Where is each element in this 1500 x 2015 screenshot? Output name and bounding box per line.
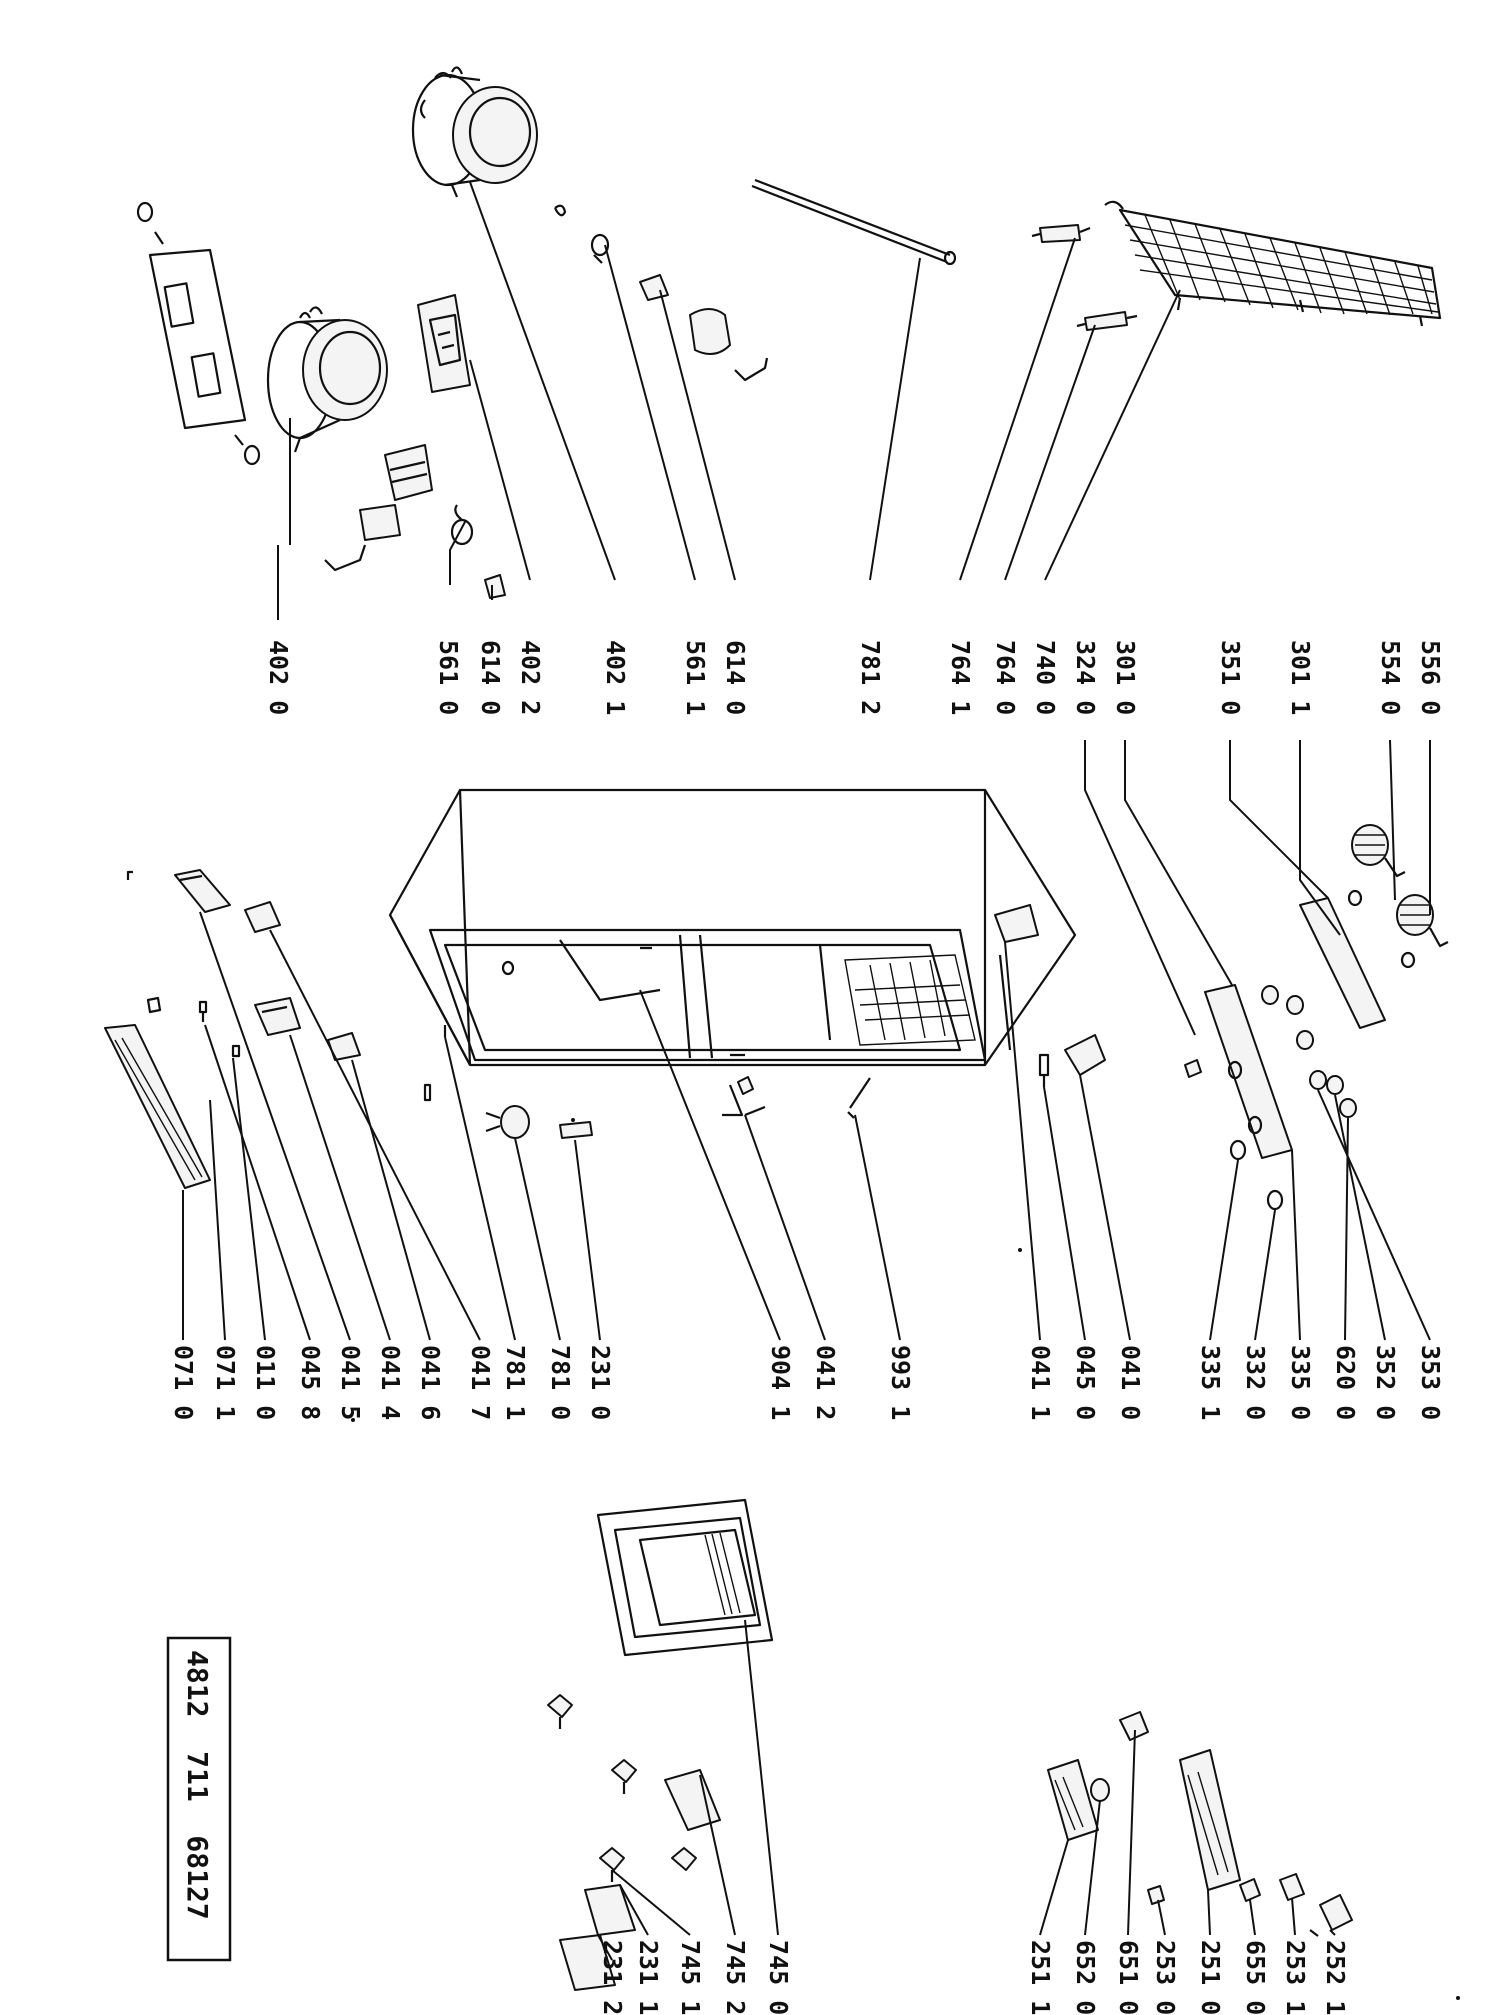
callout-301-0: 301 0 (1111, 640, 1140, 715)
mounting-bracket-drawing (136, 201, 261, 466)
callout-781-2: 781 2 (856, 640, 885, 715)
document-code: 4812 711 68127 (181, 1650, 214, 1920)
callout-041-7: 041 7 (466, 1345, 495, 1420)
callout-011-0: 011 0 (251, 1345, 280, 1420)
leader-lines (182, 181, 1431, 1961)
callout-764-0: 764 0 (991, 640, 1020, 715)
callout-740-0: 740 0 (1031, 640, 1060, 715)
small-parts-left-drawing (324, 444, 506, 599)
callout-231-1: 231 1 (634, 1940, 663, 2015)
callout-620-0: 620 0 (1331, 1345, 1360, 1420)
freezer-flap-drawing (547, 1498, 774, 1991)
callout-402-2: 402 2 (516, 640, 545, 715)
callout-231-0: 231 0 (586, 1345, 615, 1420)
callout-253-1: 253 1 (1281, 1940, 1310, 2015)
callout-301-1: 301 1 (1286, 640, 1315, 715)
callout-614-0-right: 614 0 (721, 640, 750, 715)
callout-352-0: 352 0 (1371, 1345, 1400, 1420)
scan-specks (351, 1118, 1460, 2000)
callout-614-0-left: 614 0 (476, 640, 505, 715)
callout-071-0: 071 0 (169, 1345, 198, 1420)
callout-041-5: 041 5 (336, 1345, 365, 1420)
callout-045-8: 045 8 (296, 1345, 325, 1420)
thermostat-cluster-drawing (1184, 824, 1449, 1211)
crisper-parts-drawing (1047, 1711, 1353, 1937)
callout-252-1: 252 1 (1321, 1940, 1350, 2015)
cabinet-drawing (388, 788, 1077, 1067)
callout-745-2: 745 2 (721, 1940, 750, 2015)
part-drawings (104, 66, 1449, 1991)
callout-561-0: 561 0 (434, 640, 463, 715)
callout-764-1: 764 1 (946, 640, 975, 715)
callout-351-0: 351 0 (1216, 640, 1245, 715)
callout-labels: 402 0 561 0 614 0 402 2 402 1 561 1 614 … (169, 640, 1445, 2015)
callout-041-2: 041 2 (811, 1345, 840, 1420)
callout-781-1: 781 1 (501, 1345, 530, 1420)
callout-402-1: 402 1 (601, 640, 630, 715)
callout-745-0: 745 0 (764, 1940, 793, 2015)
relay-box-drawing (417, 294, 471, 393)
condenser-drawing (1031, 200, 1442, 331)
code-box-frame (166, 1636, 232, 1962)
compressor-left-drawing (266, 306, 388, 453)
compressor-top-drawing (411, 66, 538, 198)
callout-651-0: 651 0 (1114, 1940, 1143, 2015)
callout-041-0: 041 0 (1116, 1345, 1145, 1420)
callout-335-0: 335 0 (1286, 1345, 1315, 1420)
callout-904-1: 904 1 (766, 1345, 795, 1420)
callout-353-0: 353 0 (1416, 1345, 1445, 1420)
callout-253-0: 253 0 (1151, 1940, 1180, 2015)
callout-335-1: 335 1 (1196, 1345, 1225, 1420)
callout-231-2: 231 2 (598, 1940, 627, 2015)
callout-561-1: 561 1 (681, 640, 710, 715)
callout-745-1: 745 1 (676, 1940, 705, 2015)
callout-041-1: 041 1 (1026, 1345, 1055, 1420)
callout-781-0: 781 0 (546, 1345, 575, 1420)
callout-071-1: 071 1 (211, 1345, 240, 1420)
callout-251-0: 251 0 (1196, 1940, 1225, 2015)
callout-655-0: 655 0 (1241, 1940, 1270, 2015)
callout-041-6: 041 6 (416, 1345, 445, 1420)
callout-045-0: 045 0 (1071, 1345, 1100, 1420)
callout-041-4: 041 4 (376, 1345, 405, 1420)
callout-251-1: 251 1 (1026, 1940, 1055, 2015)
callout-324-0: 324 0 (1071, 640, 1100, 715)
callout-652-0: 652 0 (1071, 1940, 1100, 2015)
rod-drawing (751, 178, 957, 266)
small-clips-top-drawing (554, 204, 769, 382)
callout-402-0: 402 0 (264, 640, 293, 715)
callout-556-0: 556 0 (1416, 640, 1445, 715)
callout-993-1: 993 1 (886, 1345, 915, 1420)
document-code-box: 4812 711 68127 (166, 1636, 232, 1962)
callout-554-0: 554 0 (1376, 640, 1405, 715)
hinge-parts-drawing (104, 869, 1106, 1189)
callout-332-0: 332 0 (1241, 1345, 1270, 1420)
